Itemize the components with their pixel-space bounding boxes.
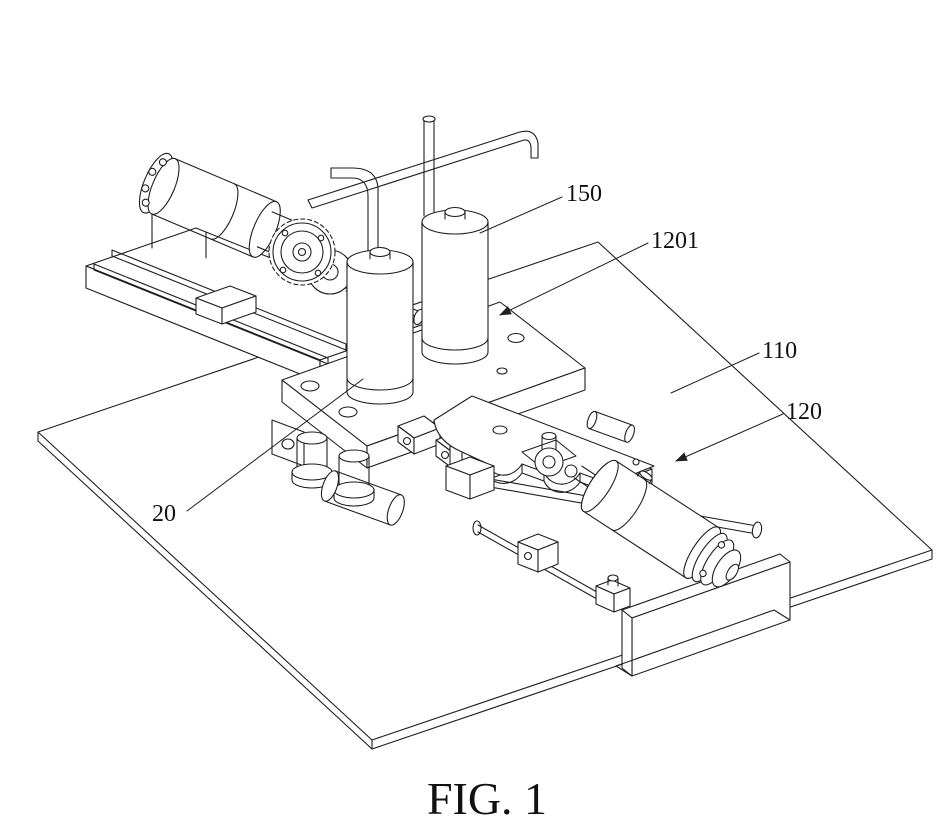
figure-caption: FIG. 1 [427,773,547,824]
left-platform [85,227,431,383]
label-1201: 1201 [651,228,699,254]
canister-left [346,246,414,405]
reference-numerals: 150 1201 110 120 20 [152,181,822,527]
label-110: 110 [762,338,797,364]
lower-rail-rod [472,520,631,613]
leader-line-110 [670,352,760,394]
leader-line-1201 [499,242,649,316]
label-20: 20 [152,501,176,527]
leader-line-20 [186,378,364,512]
canister-right [421,206,489,365]
clevis-joint [521,431,578,478]
pipes [307,115,539,263]
leader-line-120 [675,413,784,462]
label-150: 150 [566,181,602,207]
leader-lines [186,196,784,512]
roller [320,470,405,526]
l-bracket-rail [615,553,791,677]
actuator-cylinder [573,459,742,588]
leader-line-150 [479,196,563,234]
label-120: 120 [786,399,822,425]
